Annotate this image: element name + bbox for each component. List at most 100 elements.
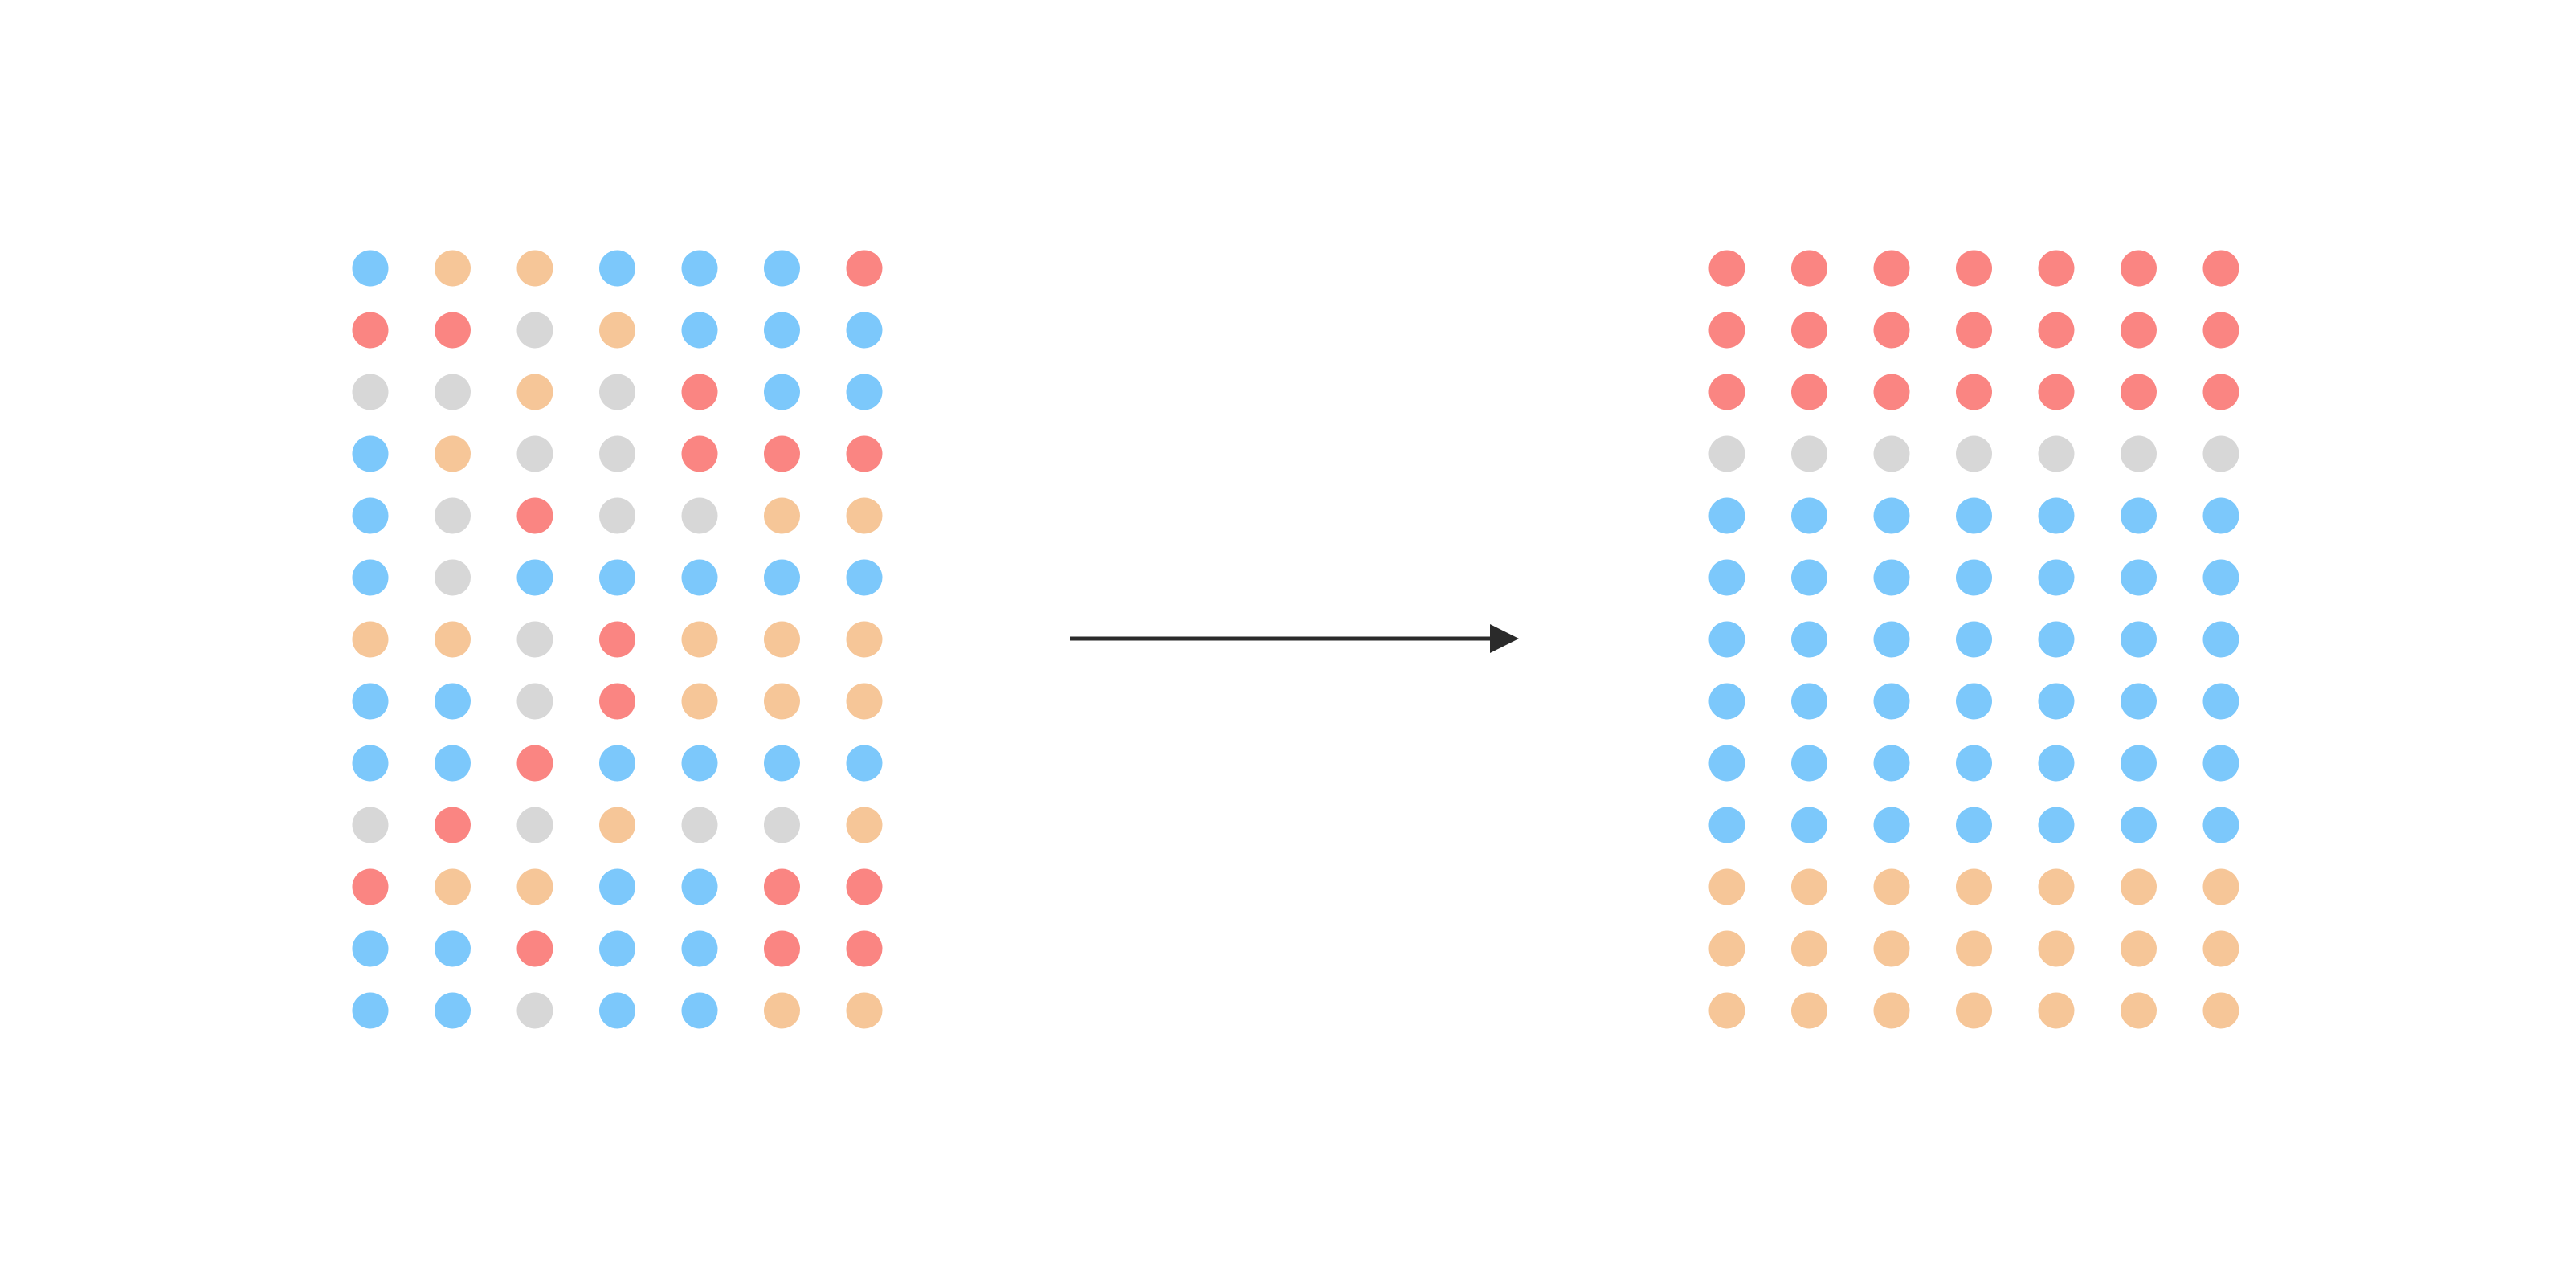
blue-dot [681, 559, 718, 596]
red-dot [1873, 250, 1910, 287]
blue-dot [846, 312, 883, 349]
blue-dot [1791, 497, 1827, 534]
blue-dot [599, 250, 635, 287]
gray-dot [352, 807, 389, 843]
blue-dot [516, 559, 553, 596]
blue-dot [764, 559, 800, 596]
gray-dot [599, 435, 635, 472]
red-dot [1708, 312, 1745, 349]
blue-dot [2038, 497, 2075, 534]
blue-dot [1708, 559, 1745, 596]
blue-dot [2121, 497, 2157, 534]
red-dot [846, 435, 883, 472]
orange-dot [599, 312, 635, 349]
blue-dot [1708, 807, 1745, 843]
orange-dot [1708, 868, 1745, 905]
gray-dot [516, 992, 553, 1029]
blue-dot [1873, 559, 1910, 596]
orange-dot [2038, 992, 2075, 1029]
red-dot [2202, 250, 2239, 287]
blue-dot [1708, 497, 1745, 534]
red-dot [1708, 250, 1745, 287]
red-dot [1873, 312, 1910, 349]
orange-dot [435, 435, 471, 472]
orange-dot [435, 868, 471, 905]
blue-dot [352, 559, 389, 596]
blue-dot [599, 745, 635, 782]
blue-dot [1791, 807, 1827, 843]
blue-dot [764, 312, 800, 349]
red-dot [764, 435, 800, 472]
red-dot [1791, 374, 1827, 410]
gray-dot [2121, 435, 2157, 472]
gray-dot [435, 497, 471, 534]
gray-dot [1873, 435, 1910, 472]
red-dot [2121, 374, 2157, 410]
orange-dot [681, 621, 718, 658]
blue-dot [846, 374, 883, 410]
orange-dot [435, 250, 471, 287]
orange-dot [2121, 868, 2157, 905]
blue-dot [2202, 745, 2239, 782]
gray-dot [2202, 435, 2239, 472]
blue-dot [1873, 621, 1910, 658]
red-dot [681, 435, 718, 472]
gray-dot [1956, 435, 1992, 472]
red-dot [1708, 374, 1745, 410]
blue-dot [1791, 683, 1827, 720]
orange-dot [846, 683, 883, 720]
blue-dot [2121, 807, 2157, 843]
gray-dot [1708, 435, 1745, 472]
blue-dot [764, 250, 800, 287]
orange-dot [1791, 868, 1827, 905]
orange-dot [764, 621, 800, 658]
blue-dot [1956, 559, 1992, 596]
gray-dot [764, 807, 800, 843]
red-dot [2121, 250, 2157, 287]
red-dot [1873, 374, 1910, 410]
orange-dot [1791, 930, 1827, 967]
blue-dot [681, 868, 718, 905]
red-dot [2202, 374, 2239, 410]
orange-dot [599, 807, 635, 843]
orange-dot [516, 868, 553, 905]
blue-dot [352, 435, 389, 472]
gray-dot [681, 807, 718, 843]
blue-dot [681, 250, 718, 287]
red-dot [1956, 312, 1992, 349]
red-dot [2038, 250, 2075, 287]
blue-dot [2038, 683, 2075, 720]
blue-dot [681, 312, 718, 349]
blue-dot [2038, 745, 2075, 782]
red-dot [435, 807, 471, 843]
blue-dot [599, 992, 635, 1029]
orange-dot [1956, 930, 1992, 967]
blue-dot [764, 374, 800, 410]
blue-dot [1873, 497, 1910, 534]
blue-dot [2038, 559, 2075, 596]
blue-dot [2121, 745, 2157, 782]
blue-dot [1956, 621, 1992, 658]
blue-dot [1791, 559, 1827, 596]
gray-dot [599, 497, 635, 534]
blue-dot [1873, 745, 1910, 782]
blue-dot [846, 745, 883, 782]
blue-dot [1956, 807, 1992, 843]
blue-dot [2202, 621, 2239, 658]
red-dot [516, 745, 553, 782]
blue-dot [1873, 807, 1910, 843]
blue-dot [1791, 745, 1827, 782]
orange-dot [846, 992, 883, 1029]
gray-dot [352, 374, 389, 410]
blue-dot [2038, 807, 2075, 843]
red-dot [846, 930, 883, 967]
red-dot [516, 930, 553, 967]
orange-dot [846, 497, 883, 534]
blue-dot [435, 992, 471, 1029]
blue-dot [846, 559, 883, 596]
orange-dot [846, 621, 883, 658]
orange-dot [1873, 930, 1910, 967]
blue-dot [599, 868, 635, 905]
